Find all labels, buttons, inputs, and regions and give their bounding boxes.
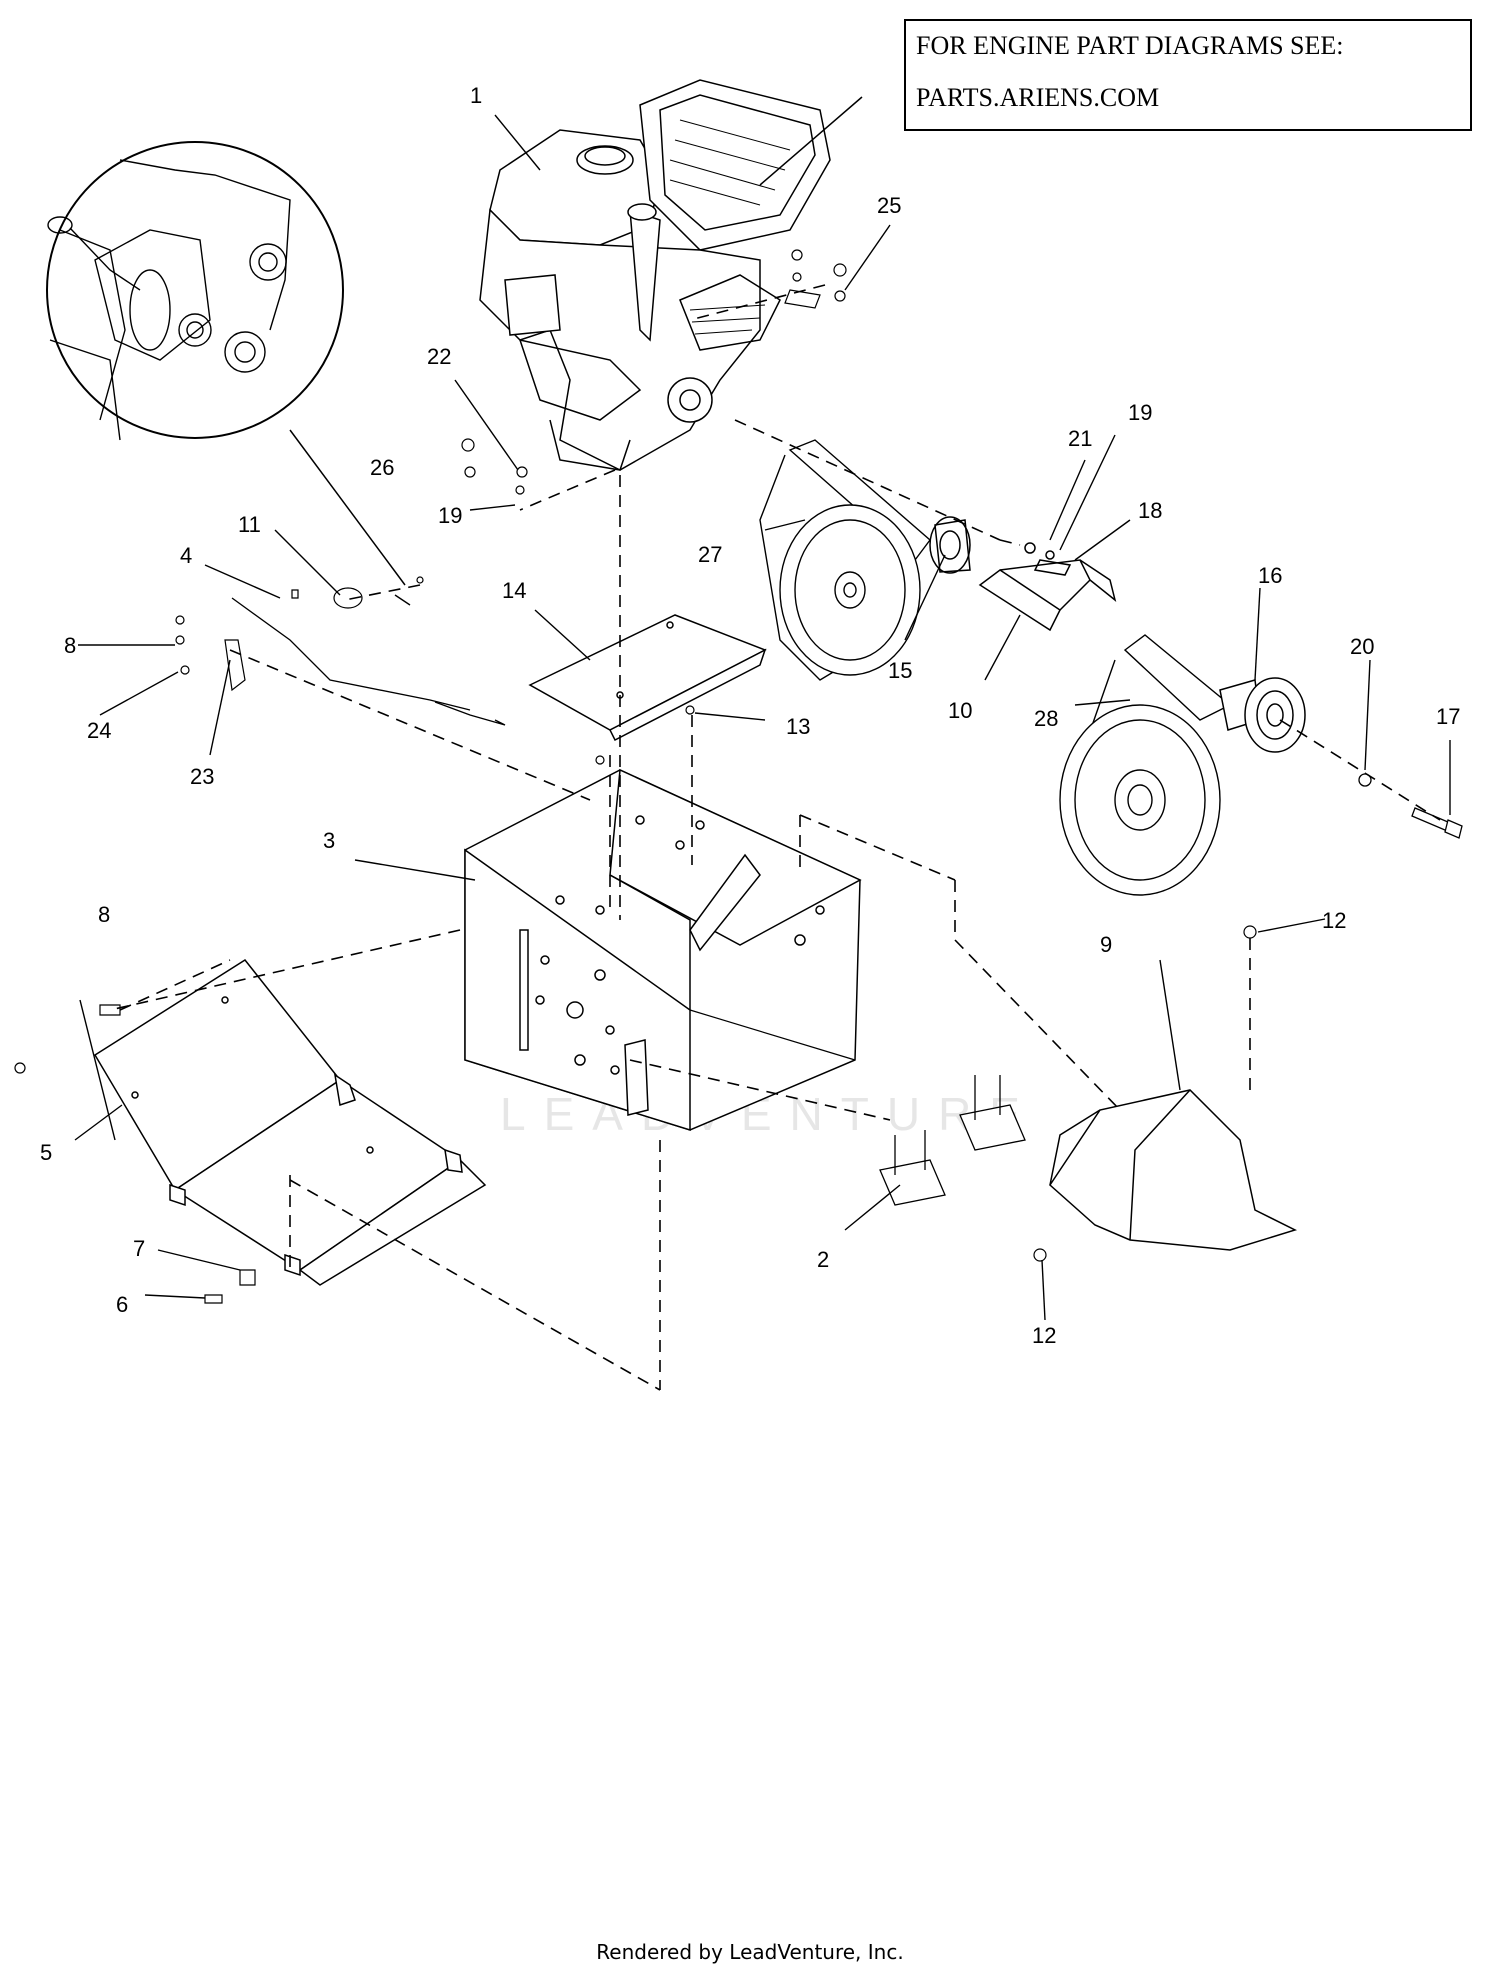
callout-14: 14	[502, 578, 526, 603]
callout-18: 18	[1138, 498, 1162, 523]
part-3-frame	[464, 768, 862, 1132]
callout-21: 21	[1068, 426, 1092, 451]
part-5-shield	[93, 959, 487, 1286]
part-15-pulley	[929, 516, 971, 574]
callout-19-right: 19	[1128, 400, 1152, 425]
part-25-bracket	[784, 249, 847, 309]
callout-28: 28	[1034, 706, 1058, 731]
callout-8-top: 8	[64, 633, 76, 658]
callout-2: 2	[817, 1247, 829, 1272]
callout-24: 24	[87, 718, 111, 743]
part-10-bracket	[978, 542, 1117, 632]
part-16-pulley	[1219, 677, 1306, 753]
footer-credit: Rendered by LeadVenture, Inc.	[596, 1940, 904, 1964]
callout-12-top: 12	[1322, 908, 1346, 933]
small-hardware	[14, 438, 1257, 1304]
detail-inset	[46, 141, 344, 441]
callout-4: 4	[180, 543, 192, 568]
callout-22: 22	[427, 344, 451, 369]
callout-10: 10	[948, 698, 972, 723]
callout-1: 1	[470, 83, 482, 108]
callout-16: 16	[1258, 563, 1282, 588]
part-4-cable	[231, 597, 471, 711]
callout-23: 23	[190, 764, 214, 789]
callout-17: 17	[1436, 704, 1460, 729]
callout-9: 9	[1100, 932, 1112, 957]
engine	[479, 79, 831, 471]
leader-lines	[74, 114, 1451, 1321]
callout-26: 26	[370, 455, 394, 480]
callout-25: 25	[877, 193, 901, 218]
part-28-belt	[1059, 634, 1232, 896]
part-17-20-hardware	[1358, 773, 1463, 839]
note-line-2: PARTS.ARIENS.COM	[916, 83, 1160, 112]
callout-19-left: 19	[438, 503, 462, 528]
note-line-1: FOR ENGINE PART DIAGRAMS SEE:	[916, 31, 1344, 60]
callout-20: 20	[1350, 634, 1374, 659]
callout-13: 13	[786, 714, 810, 739]
engine-diagrams-note: FOR ENGINE PART DIAGRAMS SEE: PARTS.ARIE…	[904, 19, 1472, 131]
part-9-cover	[1049, 1089, 1298, 1251]
callout-8-bottom: 8	[98, 902, 110, 927]
callout-5: 5	[40, 1140, 52, 1165]
part-27-belt	[759, 439, 931, 681]
callout-27: 27	[698, 542, 722, 567]
callout-6: 6	[116, 1292, 128, 1317]
assembly-lines	[109, 284, 1441, 1391]
callout-15: 15	[888, 658, 912, 683]
callouts: 1 25 22 19 26 11 4 8 24 23 14 27 15 10 2…	[40, 83, 1460, 1348]
part-2-brackets	[879, 1075, 1026, 1206]
callout-3: 3	[323, 828, 335, 853]
callout-12-bottom: 12	[1032, 1323, 1056, 1348]
callout-7: 7	[133, 1236, 145, 1261]
part-14-plate	[528, 614, 767, 742]
callout-11: 11	[238, 512, 261, 537]
